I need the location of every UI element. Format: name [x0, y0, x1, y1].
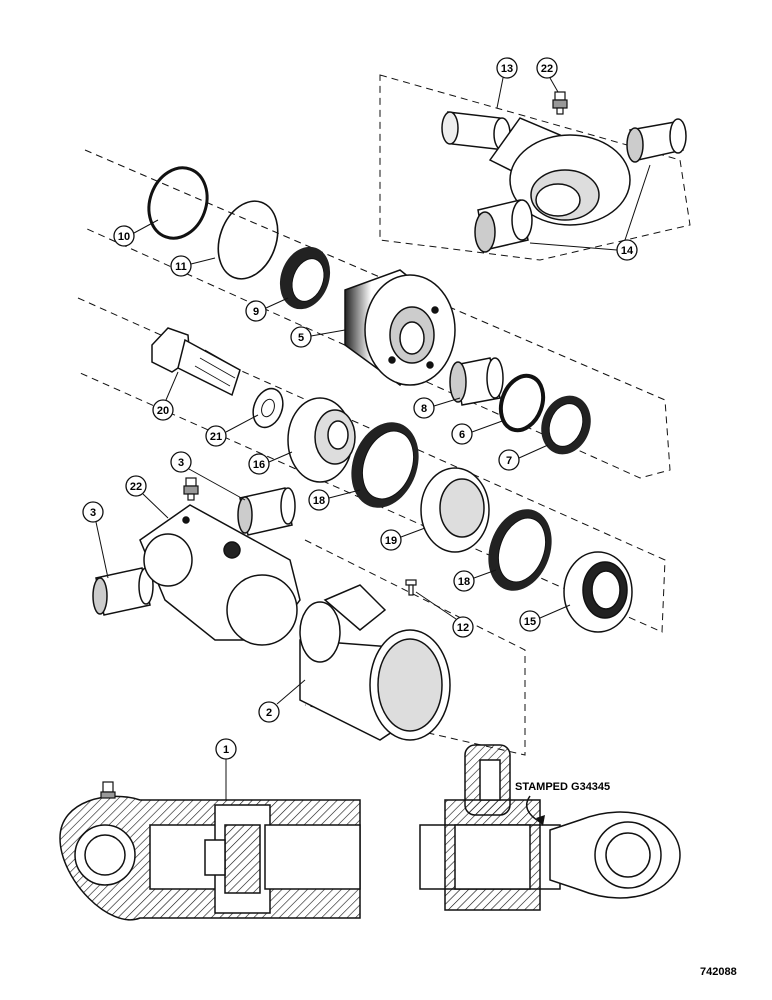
- callout-5: 5: [290, 326, 346, 348]
- stamp-callout: STAMPED G34345: [515, 781, 610, 826]
- callout-9: 9: [245, 297, 289, 322]
- callout-14: 14: [529, 164, 651, 261]
- callout-10: 10: [113, 219, 159, 247]
- callout-9-label: 9: [253, 306, 259, 318]
- callout-19-label: 19: [385, 535, 397, 547]
- part-13-sleeve: [441, 111, 511, 151]
- part-21-washer: [252, 387, 284, 429]
- part-7-seal: [541, 395, 591, 455]
- callout-7: 7: [498, 444, 549, 471]
- callout-19: 19: [380, 527, 426, 551]
- callout-21: 21: [205, 414, 259, 447]
- stamp-label: STAMPED G34345: [515, 781, 610, 793]
- grease-fitting-22-lower: [183, 477, 199, 501]
- callout-16-label: 16: [253, 459, 265, 471]
- callout-11-label: 11: [175, 261, 187, 273]
- callout-20-label: 20: [157, 405, 169, 417]
- part-14-bushing-b: [474, 199, 533, 253]
- callout-2-label: 2: [266, 707, 272, 719]
- callout-8: 8: [413, 397, 461, 419]
- callout-6: 6: [451, 419, 506, 445]
- part-5-piston: [344, 269, 456, 387]
- rod-eye-group-outline: [379, 74, 691, 261]
- part-9-seal: [279, 246, 331, 310]
- cutaway-base-end: [59, 795, 361, 921]
- callout-20: 20: [152, 371, 179, 421]
- callout-16: 16: [248, 451, 293, 475]
- piston-group-outline: [84, 149, 671, 479]
- callout-11: 11: [170, 255, 216, 277]
- part-14-bushing-a: [626, 118, 687, 163]
- callout-3-lower: 3: [82, 501, 109, 579]
- cutaway-rod-end: [419, 744, 681, 911]
- callout-10-label: 10: [118, 231, 130, 243]
- callout-3-lower-label: 3: [90, 507, 96, 519]
- part-3-bushing-a: [237, 487, 296, 536]
- part-11-backup-ring: [217, 200, 279, 280]
- figure-number: 742088: [700, 966, 737, 978]
- part-16-nut: [287, 397, 356, 483]
- callout-22-lower: 22: [125, 475, 169, 519]
- part-22-base-end: [139, 504, 301, 646]
- grease-fitting-22-top: [552, 91, 568, 115]
- callout-22-lower-label: 22: [130, 481, 142, 493]
- callout-3-upper-label: 3: [178, 457, 184, 469]
- callout-1-label: 1: [223, 744, 229, 756]
- part-6-ring: [498, 373, 546, 433]
- callout-15: 15: [519, 604, 571, 632]
- part-18-seal-lower: [488, 509, 552, 591]
- callout-14-label: 14: [621, 245, 634, 257]
- callout-18-lower: 18: [453, 569, 497, 592]
- part-8-sleeve: [449, 357, 504, 406]
- callout-15-label: 15: [524, 616, 536, 628]
- cutaway-base-fitting: [100, 781, 116, 799]
- part-20-bolt: [151, 327, 241, 397]
- callout-13: 13: [496, 57, 518, 109]
- callout-18-lower-label: 18: [458, 576, 470, 588]
- part-12-screw: [405, 579, 417, 596]
- part-18-seal-upper: [351, 422, 419, 508]
- callout-22-top-label: 22: [541, 63, 553, 75]
- part-10-o-ring: [147, 166, 209, 240]
- callout-12-label: 12: [457, 622, 469, 634]
- part-15-gland: [563, 551, 633, 633]
- callout-1: 1: [215, 738, 237, 800]
- rod-eye: [488, 117, 631, 226]
- part-2-barrel: [299, 584, 451, 741]
- callout-2: 2: [258, 679, 306, 723]
- callout-7-label: 7: [506, 455, 512, 467]
- part-3-bushing-b: [92, 567, 154, 616]
- callout-22-top: 22: [536, 57, 559, 93]
- callout-18-upper: 18: [308, 489, 361, 511]
- callout-6-label: 6: [459, 429, 465, 441]
- callout-8-label: 8: [421, 403, 427, 415]
- barrel-group-outline: [304, 539, 526, 756]
- callout-21-label: 21: [210, 431, 222, 443]
- callout-5-label: 5: [298, 332, 304, 344]
- callout-13-label: 13: [501, 63, 513, 75]
- callout-18-upper-label: 18: [313, 495, 325, 507]
- callout-12: 12: [415, 591, 474, 638]
- callout-3-upper: 3: [170, 451, 246, 501]
- part-19-gland-ring: [420, 467, 490, 553]
